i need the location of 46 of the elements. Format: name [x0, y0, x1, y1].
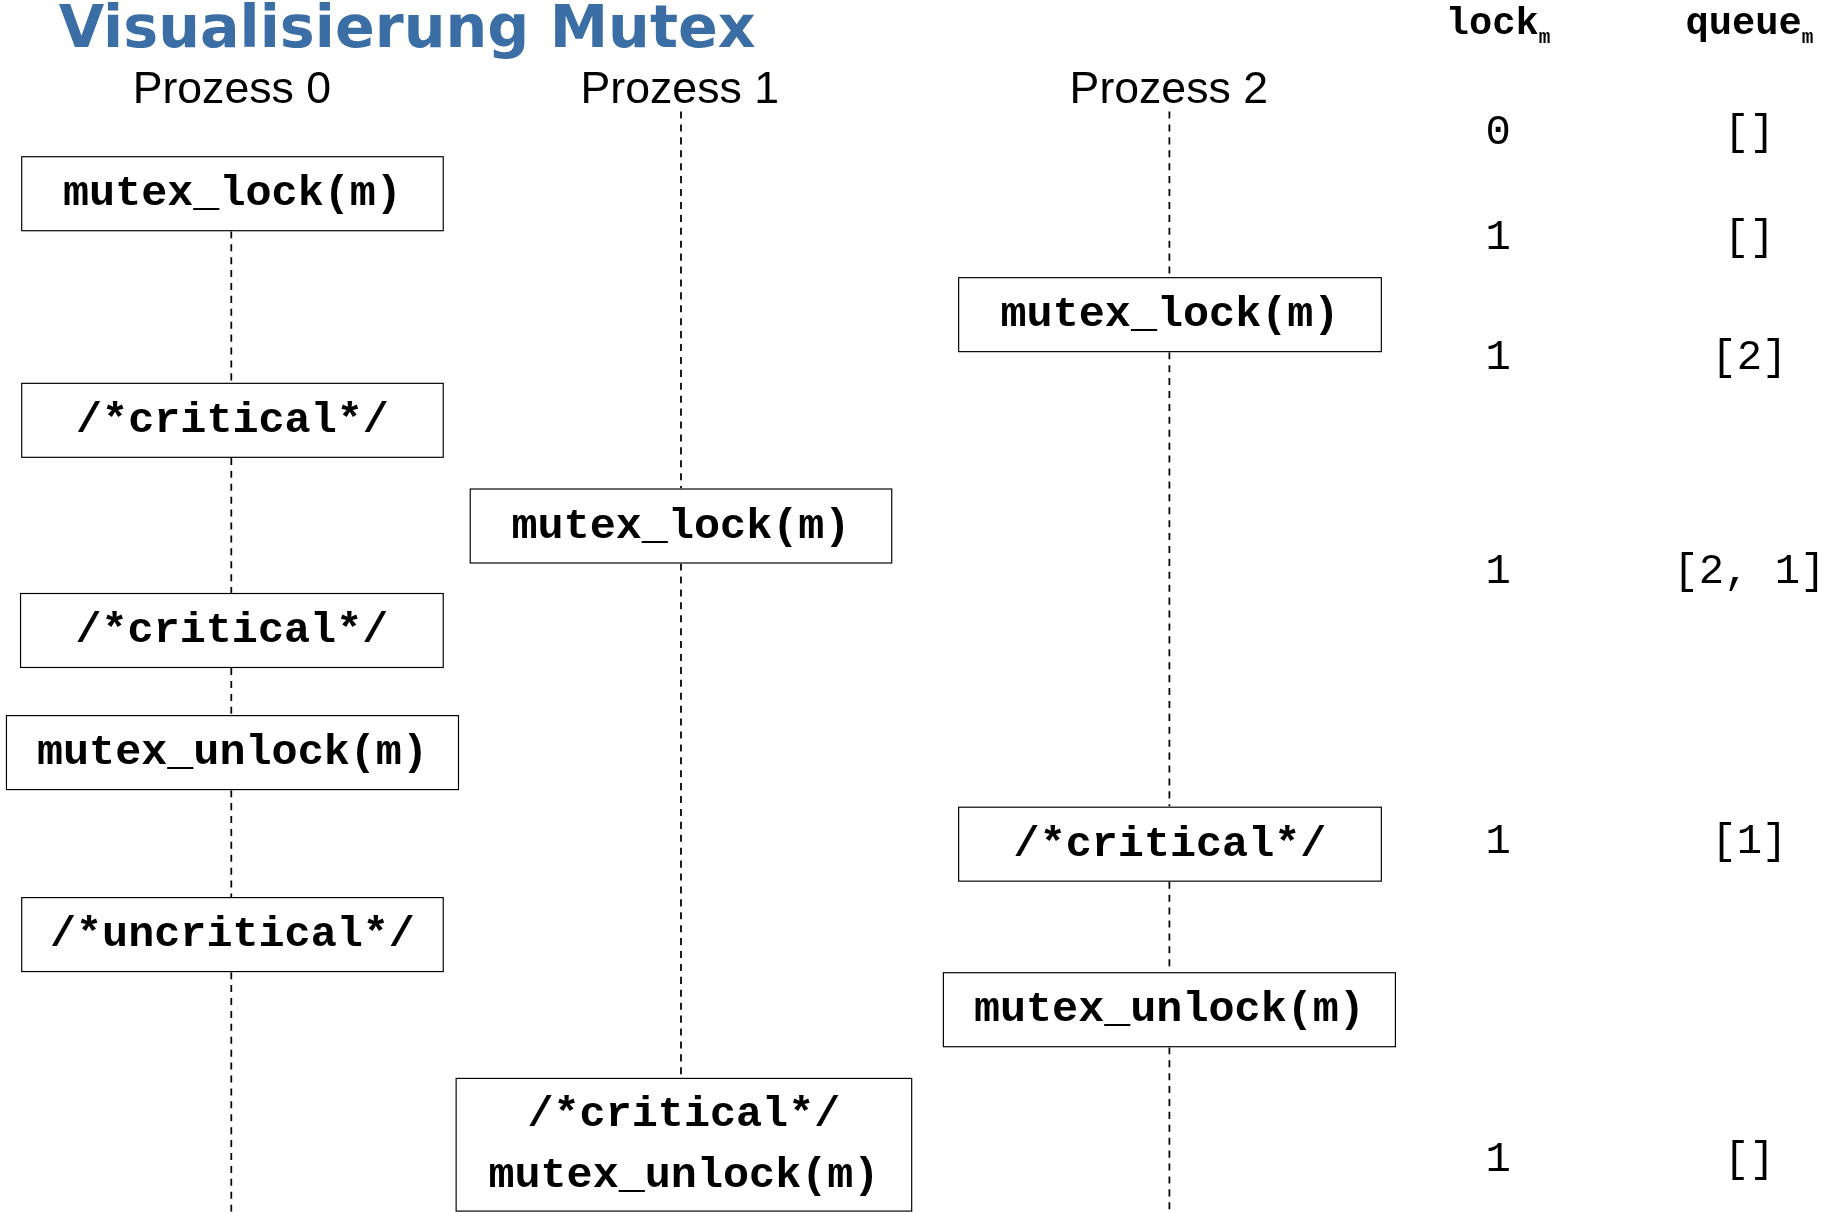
code-box [5, 715, 460, 791]
lifeline [1168, 351, 1171, 808]
lifeline [230, 789, 233, 898]
column-header: lock$_{m}$ [1445, 2, 1551, 50]
lifeline [230, 971, 233, 1212]
slide-title: Visualisierung Mutex [58, 0, 756, 62]
code-text: /*uncritical*/ [49, 908, 415, 962]
code-text: mutex_unlock(m) [488, 1149, 880, 1202]
code-text: /*critical*/ [76, 394, 389, 447]
table-value: [1] [1711, 817, 1788, 866]
code-box [21, 156, 444, 232]
code-box [469, 488, 893, 564]
lifeline [230, 457, 233, 594]
table-value: [] [1724, 214, 1775, 263]
lifeline [680, 110, 682, 490]
table-value: 1 [1485, 817, 1511, 866]
table-value: 1 [1485, 1135, 1511, 1185]
code-box [958, 806, 1382, 882]
code-text: mutex_unlock(m) [36, 726, 428, 780]
table-value: 1 [1485, 214, 1511, 263]
table-value: [] [1724, 108, 1775, 157]
lifeline [230, 667, 233, 716]
table-value: 1 [1485, 334, 1511, 383]
column-header: queue$_{m}$ [1685, 2, 1814, 50]
code-text: /*critical*/ [527, 1088, 841, 1141]
table-value: [2, 1] [1673, 547, 1826, 596]
code-text: mutex_lock(m) [511, 500, 851, 553]
code-text: /*critical*/ [75, 604, 389, 658]
code-text: /*critical*/ [1013, 818, 1327, 871]
code-box [455, 1077, 913, 1212]
code-box [942, 972, 1396, 1048]
lifeline [1168, 1046, 1171, 1212]
table-value: 0 [1485, 108, 1511, 157]
process-heading: Prozess 0 [123, 64, 341, 112]
code-text: mutex_unlock(m) [973, 984, 1365, 1037]
code-box [19, 592, 444, 669]
code-text: mutex_lock(m) [63, 168, 402, 221]
code-box [958, 277, 1382, 353]
code-box [21, 382, 444, 458]
process-heading: Prozess 2 [1060, 64, 1278, 112]
table-value: [2] [1711, 334, 1788, 383]
table-value: 1 [1485, 547, 1511, 596]
table-value: [] [1724, 1135, 1775, 1185]
code-box [21, 897, 444, 973]
process-heading: Prozess 1 [572, 64, 787, 112]
code-text: mutex_lock(m) [1000, 289, 1340, 342]
